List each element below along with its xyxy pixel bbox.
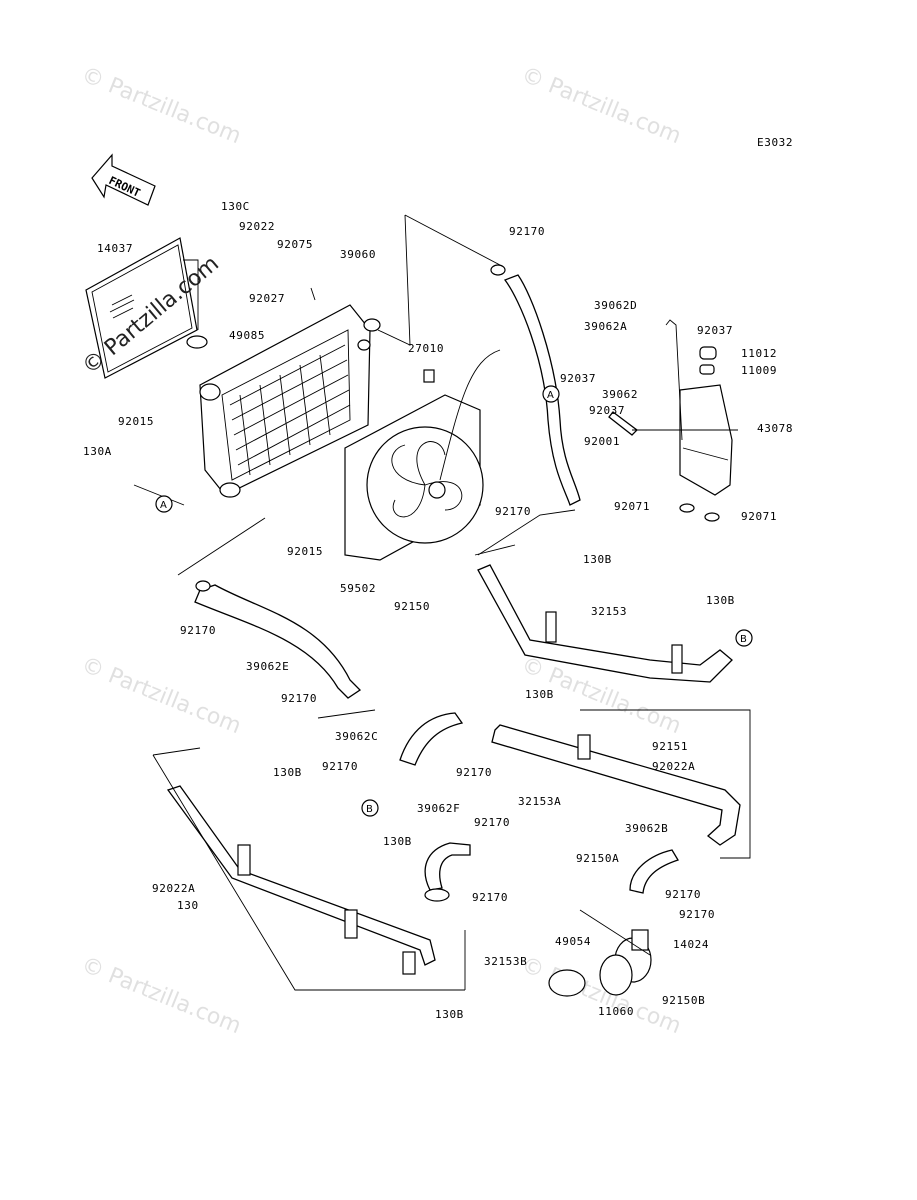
part-label: 92170 <box>456 766 492 779</box>
part-label: 92150A <box>576 852 619 865</box>
part-label: 92075 <box>277 238 313 251</box>
part-label: 130A <box>83 445 112 458</box>
fan-switch <box>423 369 435 383</box>
ref-marker-b: B <box>361 799 379 817</box>
pipe-32153b <box>166 785 436 975</box>
hose-39062c <box>399 712 464 766</box>
svg-text:A: A <box>160 500 167 511</box>
watermark-text: © Partzilla.com <box>518 952 685 1039</box>
part-label: 39062E <box>246 660 289 673</box>
part-label: 39062D <box>594 299 637 312</box>
part-label: 92170 <box>474 816 510 829</box>
part-label: 39062F <box>417 802 460 815</box>
hose-clamp <box>490 264 506 276</box>
part-label: 32153 <box>591 605 627 618</box>
part-label: 92015 <box>118 415 154 428</box>
part-label: 39060 <box>340 248 376 261</box>
part-label: 92170 <box>679 908 715 921</box>
reserve-tank <box>679 346 733 522</box>
part-label: 59502 <box>340 582 376 595</box>
part-label: 92170 <box>472 891 508 904</box>
part-label: 92170 <box>509 225 545 238</box>
part-label: 130C <box>221 200 250 213</box>
part-label: 130B <box>273 766 302 779</box>
svg-text:B: B <box>740 634 747 645</box>
part-label: 39062B <box>625 822 668 835</box>
part-label: 92170 <box>665 888 701 901</box>
part-label: 92170 <box>322 760 358 773</box>
hose-39062b <box>629 849 679 894</box>
part-label: 92071 <box>614 500 650 513</box>
watermark-text: © Partzilla.com <box>78 952 245 1039</box>
part-label: 92001 <box>584 435 620 448</box>
hose-clamp <box>424 888 450 902</box>
hose-39062f <box>424 842 471 891</box>
part-label: 92015 <box>287 545 323 558</box>
part-label: 92037 <box>697 324 733 337</box>
part-label: 92170 <box>180 624 216 637</box>
part-label: 92022A <box>652 760 695 773</box>
ref-marker-a: A <box>155 495 173 513</box>
hose-39062d <box>503 274 581 506</box>
part-label: 43078 <box>757 422 793 435</box>
part-label: 92150B <box>662 994 705 1007</box>
hose-39062e <box>194 584 362 699</box>
tube-39062a <box>665 319 683 441</box>
part-label: 39062A <box>584 320 627 333</box>
thermostat-housing <box>548 929 652 997</box>
part-label: 130B <box>706 594 735 607</box>
watermark-text: © Partzilla.com <box>78 652 245 739</box>
part-label: 49054 <box>555 935 591 948</box>
part-label: 130B <box>383 835 412 848</box>
part-label: 92151 <box>652 740 688 753</box>
pipe-32153 <box>477 564 733 683</box>
pipe-32153a <box>491 724 741 846</box>
radiator-cap <box>186 335 208 349</box>
radiator <box>199 304 381 498</box>
part-label: 92170 <box>281 692 317 705</box>
fan-assembly <box>344 349 501 561</box>
part-label: 32153A <box>518 795 561 808</box>
diagram-code: E3032 <box>757 136 793 149</box>
part-label: 92037 <box>589 404 625 417</box>
part-label: 92150 <box>394 600 430 613</box>
part-label: 27010 <box>408 342 444 355</box>
part-label: 11009 <box>741 364 777 377</box>
part-label: 92022 <box>239 220 275 233</box>
leader-lines <box>133 214 751 991</box>
watermark-text: © Partzilla.com <box>78 62 245 149</box>
svg-text:A: A <box>547 390 554 401</box>
ref-marker-a: A <box>542 385 560 403</box>
part-label: 14024 <box>673 938 709 951</box>
part-label: 130B <box>583 553 612 566</box>
part-label: 92170 <box>495 505 531 518</box>
part-label: 92037 <box>560 372 596 385</box>
part-label: 92027 <box>249 292 285 305</box>
watermark-text: © Partzilla.com <box>518 62 685 149</box>
part-label: 39062C <box>335 730 378 743</box>
part-label: 92022A <box>152 882 195 895</box>
part-label: 92071 <box>741 510 777 523</box>
hose-39062 <box>608 411 638 436</box>
radiator-screen <box>85 237 198 379</box>
part-label: 49085 <box>229 329 265 342</box>
part-label: 14037 <box>97 242 133 255</box>
part-label: 39062 <box>602 388 638 401</box>
part-label: 32153B <box>484 955 527 968</box>
part-label: 11060 <box>598 1005 634 1018</box>
part-label: 130B <box>525 688 554 701</box>
front-arrow-icon: FRONT <box>91 153 156 206</box>
hose-clamp <box>195 580 211 592</box>
part-label: 11012 <box>741 347 777 360</box>
part-labels: 130C 92022 92075 39060 92170 14037 92027… <box>83 200 793 1021</box>
ref-marker-b: B <box>735 629 753 647</box>
svg-text:B: B <box>366 804 373 815</box>
part-label: 130 <box>177 899 199 912</box>
part-label: 130B <box>435 1008 464 1021</box>
